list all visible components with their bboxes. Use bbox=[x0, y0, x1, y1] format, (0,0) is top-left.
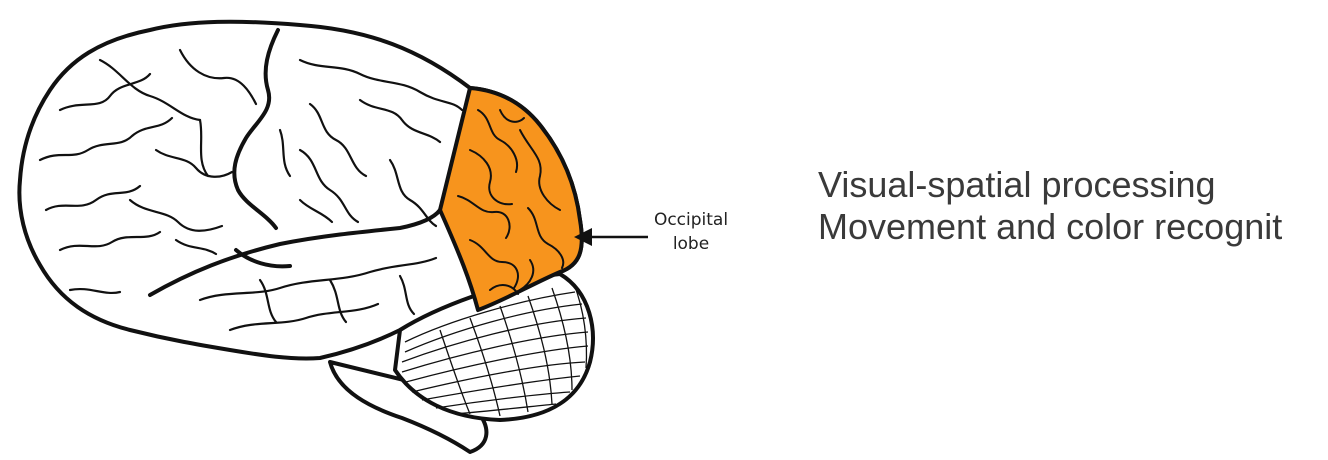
function-list: Visual-spatial processing Movement and c… bbox=[818, 164, 1328, 248]
function-visual-spatial: Visual-spatial processing bbox=[818, 164, 1328, 206]
occipital-lobe-label: Occipital lobe bbox=[626, 208, 756, 256]
label-line-occipital: Occipital bbox=[626, 208, 756, 232]
function-movement-color: Movement and color recognit bbox=[818, 206, 1328, 248]
label-line-lobe: lobe bbox=[626, 232, 756, 256]
